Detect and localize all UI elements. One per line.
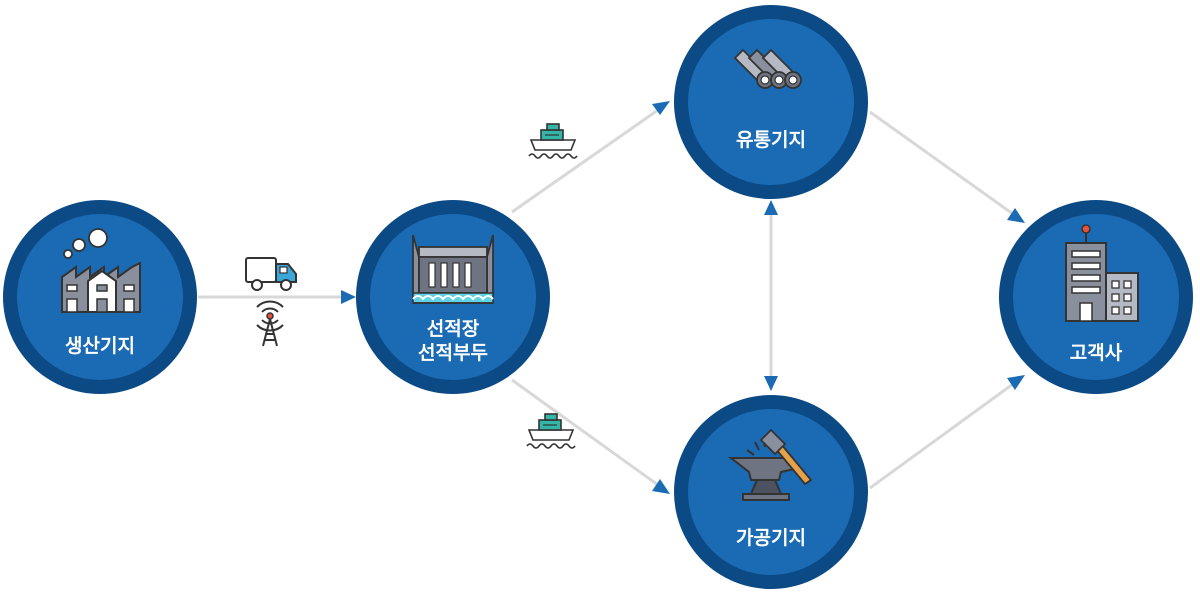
office-building-icon [1065,224,1139,322]
node-production: 생산기지 [3,200,197,394]
arrowhead-down-processing [764,376,778,391]
arrowhead-distribution [652,101,670,115]
factory-icon [61,228,141,313]
node-processing-label: 가공기지 [736,527,806,549]
connectors [198,101,1025,494]
arrowhead-up-distribution [764,200,778,215]
node-production-label: 생산기지 [65,335,135,357]
radio-tower-icon [256,300,284,347]
pipes-icon [733,48,802,89]
arrow-loading-to-distribution [511,108,659,214]
node-distribution-label: 유통기지 [736,129,806,151]
node-loading: 선적장 선적부두 [356,200,550,394]
arrowhead-loading [341,290,356,304]
arrowhead-processing [652,479,670,494]
ship-icon-upper [528,123,578,159]
arrow-loading-to-processing [511,378,659,487]
node-distribution: 유통기지 [674,5,868,199]
node-loading-label-1: 선적장 [427,318,480,340]
arrowhead-customer-top [1007,208,1025,223]
truck-icon [245,257,297,291]
arrow-distribution-to-customer [869,110,1014,216]
arrowhead-customer-bottom [1007,375,1025,390]
node-loading-label-2: 선적부두 [418,342,488,364]
node-customer-label: 고객사 [1070,342,1123,364]
anvil-icon [728,428,813,501]
node-customer: 고객사 [999,200,1193,394]
node-processing: 가공기지 [674,395,868,589]
arrow-processing-to-customer [869,382,1014,490]
dam-icon [412,234,494,304]
